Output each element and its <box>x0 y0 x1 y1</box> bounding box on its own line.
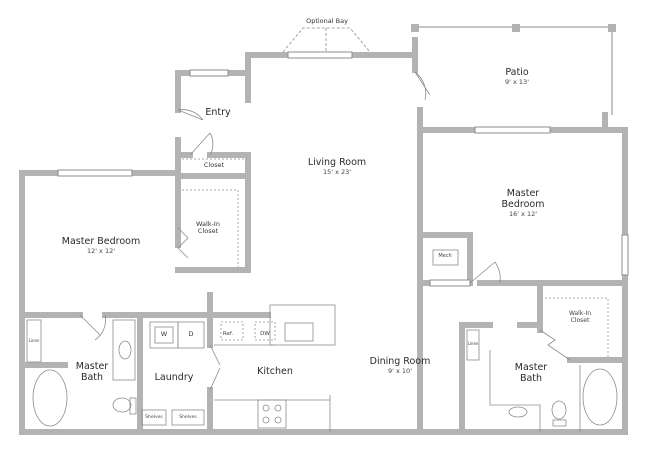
master-bath-right-label: Master Bath <box>514 362 548 384</box>
entry-closet-label: Closet <box>203 161 225 169</box>
master-bath-left-label: Master Bath <box>75 361 109 383</box>
left-bath-fixtures <box>26 319 137 427</box>
patio-posts <box>411 24 616 32</box>
linen-left-label: Linen <box>28 338 40 343</box>
entry-label: Entry <box>205 107 231 118</box>
walk-in-closet-right-label: Walk-In Closet <box>568 310 592 324</box>
dining-room-label: Dining Room 9' x 10' <box>369 356 431 375</box>
linen-right-label: Linen <box>467 341 479 346</box>
shelves-label-2: Shelves <box>179 415 197 420</box>
living-room-label: Living Room 15' x 23' <box>307 157 367 176</box>
living-room-dims: 15' x 23' <box>322 167 352 176</box>
master-bedroom-right-label: Master Bedroom 16' x 12' <box>501 188 545 218</box>
living-room-name: Living Room <box>307 157 367 168</box>
doors <box>79 71 501 391</box>
laundry-label: Laundry <box>154 372 194 383</box>
washer-dryer <box>141 321 205 426</box>
shelves-label-1: Shelves <box>145 415 163 420</box>
refrigerator-label: Ref. <box>222 331 234 337</box>
patio-label: Patio 9' x 13' <box>505 67 529 86</box>
patio-name: Patio <box>505 67 529 78</box>
mech-label: Mech <box>438 253 452 259</box>
master-bedroom-left-label: Master Bedroom 12' x 12' <box>61 236 141 255</box>
closet-shelves <box>182 158 609 358</box>
dryer-label: D <box>188 330 194 338</box>
walls <box>19 37 628 435</box>
optional-bay-label: Optional Bay <box>306 17 348 25</box>
master-bedroom-left-dims: 12' x 12' <box>86 246 116 255</box>
dishwasher-label: DW <box>260 331 270 337</box>
windows <box>57 51 629 287</box>
right-bath-fixtures <box>432 249 618 432</box>
kitchen-counters <box>214 304 336 432</box>
bifold-doors <box>177 227 571 361</box>
walk-in-closet-left-label: Walk-In Closet <box>196 220 220 236</box>
optional-bay-outline <box>282 27 371 53</box>
master-bedroom-left-name: Master Bedroom <box>61 236 141 247</box>
stove-burners <box>262 404 282 424</box>
washer-label: W <box>160 330 168 338</box>
kitchen-label: Kitchen <box>257 366 293 377</box>
patio-dims: 9' x 13' <box>505 77 529 86</box>
